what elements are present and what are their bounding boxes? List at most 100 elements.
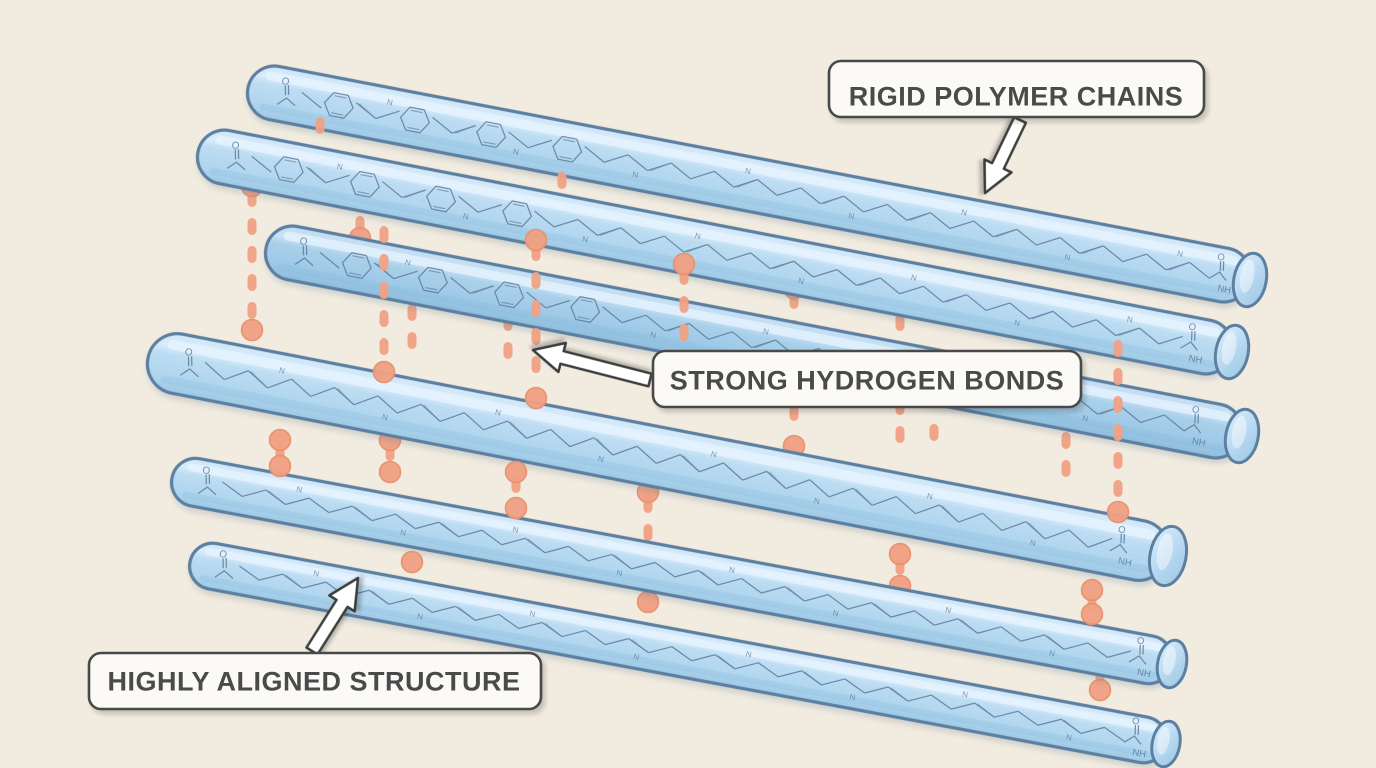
atom-label-n: N [813, 496, 821, 506]
benzene-ring [349, 170, 380, 198]
hydrogen-bond-acceptor-atom [1080, 602, 1104, 626]
hydrogen-bond-dash [407, 304, 417, 321]
benzene-ring [399, 106, 431, 134]
benzene-ring [570, 296, 601, 323]
callout-arrow [983, 115, 1028, 195]
atom-label-n: N [512, 525, 520, 535]
atom-label-n: N [462, 211, 470, 221]
atom-label-n: N [745, 649, 753, 659]
polymer-chain-tube: O N N N N N N N N O NH [245, 64, 1269, 309]
hydrogen-bond-dash [1113, 368, 1123, 385]
hydrogen-bond-dash [1113, 424, 1123, 441]
atom-label-n: N [386, 98, 394, 108]
atom-label-nh: NH [1188, 353, 1204, 366]
tube-end-cap-highlight [1156, 533, 1174, 571]
hydrogen-bond-dash [895, 314, 905, 331]
atom-label-n: N [797, 276, 805, 286]
atom-label-n: N [1013, 318, 1021, 328]
atom-label-n: N [832, 609, 840, 619]
hydrogen-bond-dash [247, 218, 257, 235]
tube-end-cap [1147, 524, 1189, 588]
callout-arrow [305, 576, 360, 656]
hydrogen-bond [524, 228, 548, 410]
benzene-ring [273, 156, 304, 184]
tube-shade [209, 167, 1215, 368]
hydrogen-bond [268, 428, 292, 478]
polymer-chain-tube: O N N N N N N N N O NH [195, 128, 1251, 381]
atom-label-o: O [1216, 252, 1225, 264]
atom-label-n: N [296, 485, 304, 495]
arrow-shape [983, 115, 1028, 195]
atom-label-o: O [299, 236, 309, 248]
callout-label-text: HIGHLY ALIGNED STRUCTURE [107, 666, 520, 696]
atom-label-n: N [744, 166, 752, 176]
tube-shade [160, 375, 1149, 574]
atom-label-n: N [313, 569, 321, 579]
tube-end-cap [1155, 638, 1189, 690]
benzene-ring [552, 135, 583, 163]
hydrogen-bond [929, 424, 939, 441]
tube-highlight [204, 547, 1157, 732]
hydrogen-bond-dash [1113, 452, 1123, 469]
tube-end-cap-highlight [1162, 645, 1176, 676]
atom-label-n: N [945, 605, 953, 615]
hydrogen-bond-acceptor-atom [400, 550, 424, 574]
atom-label-n: N [336, 162, 344, 172]
benzene-ring [341, 252, 372, 279]
hydrogen-bond-dash [315, 117, 325, 134]
callout-highly-aligned-structure[interactable]: HIGHLY ALIGNED STRUCTURE [87, 570, 543, 711]
atom-label-o: O [281, 76, 291, 88]
hydrogen-bond [372, 226, 396, 384]
hydrogen-bond [504, 460, 528, 520]
hydrogen-bond-acceptor-atom [1106, 500, 1130, 524]
atom-label-n: N [512, 147, 520, 157]
benzene-ring [323, 91, 354, 119]
atom-label-n: N [848, 211, 856, 221]
atom-label-n: N [1029, 538, 1037, 548]
hydrogen-bond-acceptor-atom [1088, 678, 1112, 702]
tube-highlight [167, 339, 1156, 540]
hydrogen-bond-dash [679, 296, 689, 313]
atom-label-n: N [416, 612, 424, 622]
hydrogen-bond-dash [379, 338, 389, 355]
hydrogen-bond [400, 550, 424, 574]
callout-box[interactable] [827, 59, 1206, 119]
hydrogen-bond-dash [643, 524, 653, 541]
hydrogen-bond-donor-atom [1080, 578, 1104, 602]
callout-box[interactable] [87, 651, 543, 711]
atom-label-n: N [278, 366, 286, 376]
callout-box[interactable] [651, 349, 1083, 409]
atom-label-n: N [960, 208, 968, 218]
hydrogen-bond-dash [503, 342, 513, 359]
hydrogen-bond-acceptor-atom [240, 318, 264, 342]
atom-label-n: N [1126, 315, 1134, 325]
atom-label-o: O [1131, 715, 1140, 727]
tube-end-cap-highlight [1157, 726, 1170, 755]
hydrogen-bond-donor-atom [672, 252, 696, 276]
hydrogen-bond-dash [247, 246, 257, 263]
atom-label-n: N [849, 692, 857, 702]
hydrogen-bond-dash [531, 356, 541, 373]
tube-highlight [187, 463, 1162, 651]
hydrogen-bond-donor-atom [268, 428, 292, 452]
hydrogen-bond-acceptor-atom [378, 460, 402, 484]
atom-label-nh: NH [1216, 283, 1232, 296]
hydrogen-bond-dash [379, 282, 389, 299]
tube-end-cap-highlight [1231, 415, 1247, 449]
atom-label-n: N [381, 412, 389, 422]
callout-rigid-polymer-chains[interactable]: RIGID POLYMER CHAINS [827, 59, 1206, 199]
hydrogen-bond-acceptor-atom [504, 496, 528, 520]
callout-strong-hydrogen-bonds[interactable]: STRONG HYDROGEN BONDS [529, 336, 1083, 409]
tube-end-cap [1223, 407, 1261, 465]
tube-shade [199, 575, 1152, 758]
hydrogen-bond-dash [929, 424, 939, 441]
hydrogen-bond-dash [1113, 340, 1123, 357]
benzene-ring [426, 185, 457, 213]
hydrogen-bond-donor-atom [504, 460, 528, 484]
